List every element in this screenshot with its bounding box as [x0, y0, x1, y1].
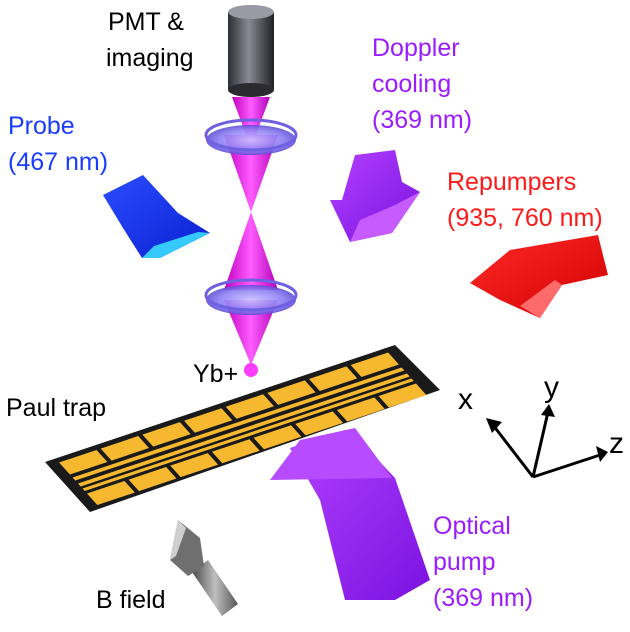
electrode-segment [309, 366, 358, 391]
y-axis-arrowhead [541, 404, 555, 417]
repumpers-label-line1: Repumpers [447, 168, 577, 196]
x-axis-arrowhead [486, 418, 502, 433]
repumper-arrow [470, 235, 608, 318]
pmt-label-line1: PMT & [108, 8, 184, 36]
coordinate-axes [486, 404, 608, 479]
z-axis-label: z [609, 427, 624, 460]
probe-beam-arrow [103, 175, 210, 258]
pmt-detector [228, 5, 274, 97]
optical-pump-label-line2: pump [433, 548, 496, 576]
electrode-segment [267, 380, 316, 405]
optical-pump-label-line3: (369 nm) [433, 584, 534, 612]
pmt-label-line2: imaging [106, 44, 194, 72]
z-axis-line [532, 453, 601, 479]
rf-rail [82, 378, 414, 491]
electrode-segment [100, 436, 149, 461]
electrode-segment [142, 422, 191, 447]
electrode-segment [378, 383, 427, 408]
probe-label-line1: Probe [8, 112, 75, 140]
electrode-segment [211, 439, 260, 464]
y-axis-line [531, 411, 550, 478]
paul-trap [45, 345, 440, 512]
electrode-segment [336, 397, 385, 422]
probe-label-line2: (467 nm) [8, 148, 109, 176]
electrode-segment [87, 480, 135, 505]
electrode-segment [128, 467, 177, 492]
doppler-cooling-arrow [330, 150, 420, 242]
rf-rail [78, 373, 410, 487]
b-field-label: B field [96, 586, 166, 614]
repumpers-label-line2: (935, 760 nm) [447, 204, 603, 232]
electrode-segment [295, 411, 344, 436]
optical-pump-arrow [270, 428, 430, 600]
optical-pump-label-line1: Optical [433, 512, 511, 540]
electrode-segment [253, 425, 302, 450]
y-axis-label: y [544, 371, 559, 404]
electrode-segment [350, 352, 399, 378]
rf-rail [72, 367, 405, 481]
ion-label: Yb+ [193, 360, 239, 388]
z-axis-arrowhead [596, 446, 608, 462]
paul-trap-label: Paul trap [6, 394, 107, 422]
upper-lens [204, 118, 298, 155]
doppler-label-line3: (369 nm) [372, 106, 473, 134]
electrode-segment [225, 394, 274, 419]
trap-electrodes [59, 352, 427, 505]
doppler-label-line2: cooling [372, 70, 452, 98]
electrode-segment [170, 453, 219, 478]
yb-ion [244, 363, 258, 377]
x-axis-line [491, 424, 535, 478]
doppler-label-line1: Doppler [372, 34, 460, 62]
electrode-segment [184, 408, 233, 433]
lower-lens [204, 278, 298, 315]
b-field-arrow [170, 520, 238, 616]
x-axis-label: x [458, 383, 473, 416]
electrode-segment [59, 449, 108, 475]
